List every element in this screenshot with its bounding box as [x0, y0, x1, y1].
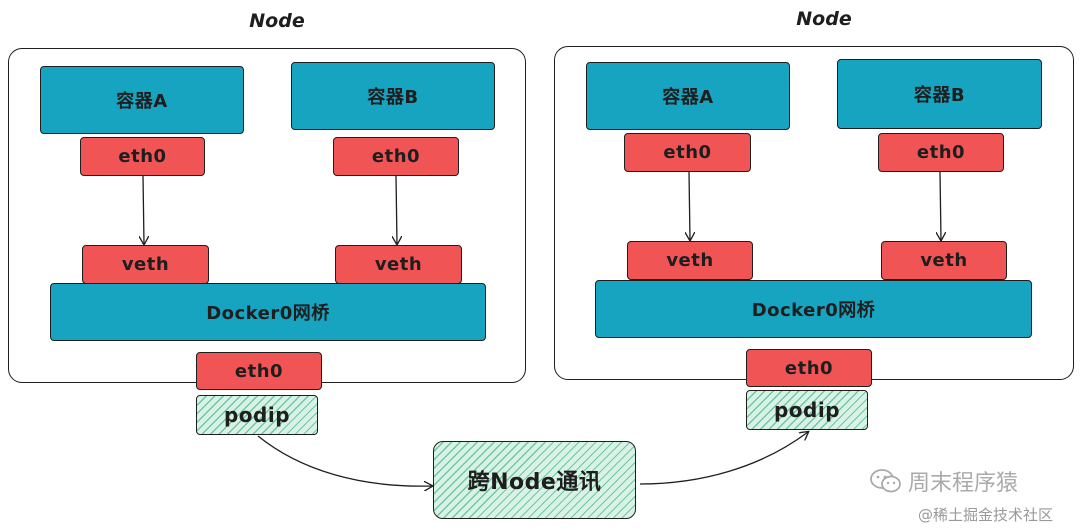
node-1-eth-out[interactable]: eth0 [196, 352, 322, 390]
watermark-brand: 周末程序猿 [870, 465, 1018, 497]
node-2-container-b[interactable]: 容器B [837, 59, 1042, 129]
node-2-eth-out[interactable]: eth0 [746, 349, 872, 387]
watermark-site: @稀土掘金技术社区 [918, 506, 1054, 524]
node-2-bridge[interactable]: Docker0网桥 [595, 280, 1032, 338]
cross-node-box[interactable]: 跨Node通讯 [433, 441, 636, 519]
arrow-eth-b-to-veth-b-node-2 [940, 171, 941, 240]
node-1-bridge[interactable]: Docker0网桥 [50, 283, 486, 341]
arrow-eth-b-to-veth-b-node-1 [396, 175, 397, 244]
node-2-veth-a[interactable]: veth [627, 241, 753, 280]
node-2-eth-a[interactable]: eth0 [624, 133, 751, 172]
node-1-veth-a[interactable]: veth [82, 245, 209, 284]
node-1-title: Node [249, 10, 305, 32]
node-2-veth-b[interactable]: veth [881, 241, 1007, 280]
node-1-eth-b[interactable]: eth0 [333, 137, 459, 176]
arrow-podip-1-to-cross [257, 435, 432, 486]
node-2-eth-b[interactable]: eth0 [878, 133, 1004, 172]
node-1-podip[interactable]: podip [196, 395, 318, 435]
node-1-container-b[interactable]: 容器B [291, 62, 495, 130]
watermark-brand-text: 周末程序猿 [908, 471, 1019, 496]
node-2-title: Node [796, 8, 852, 30]
arrow-eth-a-to-veth-a-node-2 [689, 171, 690, 240]
node-2-podip[interactable]: podip [746, 390, 868, 430]
node-1-container-a[interactable]: 容器A [40, 66, 244, 134]
wechat-icon [870, 468, 902, 494]
node-2-container-a[interactable]: 容器A [586, 62, 790, 130]
arrow-eth-a-to-veth-a-node-1 [143, 175, 144, 244]
node-1-eth-a[interactable]: eth0 [80, 137, 205, 176]
arrow-cross-to-podip-2 [639, 432, 808, 485]
node-1-veth-b[interactable]: veth [335, 245, 462, 284]
